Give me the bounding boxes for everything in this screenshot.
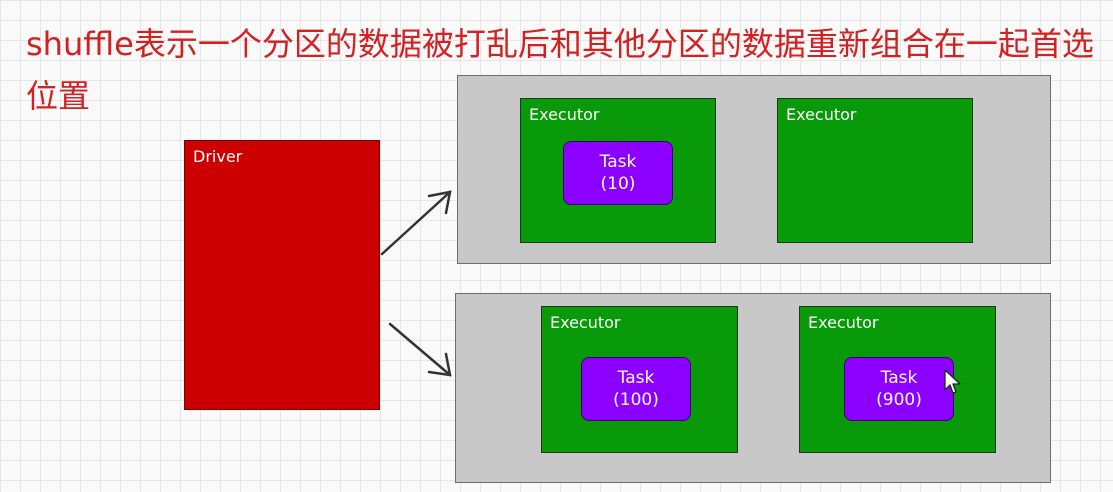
executor-3: Executor Task (100): [541, 306, 738, 453]
driver-box: Driver: [184, 140, 380, 410]
executor-label: Executor: [786, 105, 857, 124]
task-900: Task (900): [844, 357, 954, 421]
task-label: Task: [880, 368, 918, 388]
executor-label: Executor: [808, 313, 879, 332]
task-label: Task: [617, 368, 655, 388]
task-100: Task (100): [581, 357, 691, 421]
task-value: (900): [876, 390, 922, 410]
mouse-pointer-icon: [944, 369, 961, 394]
arrow-to-node-2: [388, 322, 452, 377]
executor-2: Executor: [777, 98, 973, 243]
task-label: Task: [599, 152, 637, 172]
executor-1: Executor Task (10): [520, 98, 716, 243]
task-10: Task (10): [563, 141, 673, 205]
arrow-to-node-1: [380, 190, 452, 256]
driver-label: Driver: [193, 147, 243, 166]
executor-label: Executor: [529, 105, 600, 124]
task-value: (10): [600, 174, 636, 194]
task-value: (100): [613, 390, 659, 410]
page-title: shuffle表示一个分区的数据被打乱后和其他分区的数据重新组合在一起首选位置: [26, 25, 1094, 115]
worker-node-1: Executor Task (10) Executor: [457, 75, 1051, 264]
executor-4: Executor Task (900): [799, 306, 996, 453]
executor-label: Executor: [550, 313, 621, 332]
